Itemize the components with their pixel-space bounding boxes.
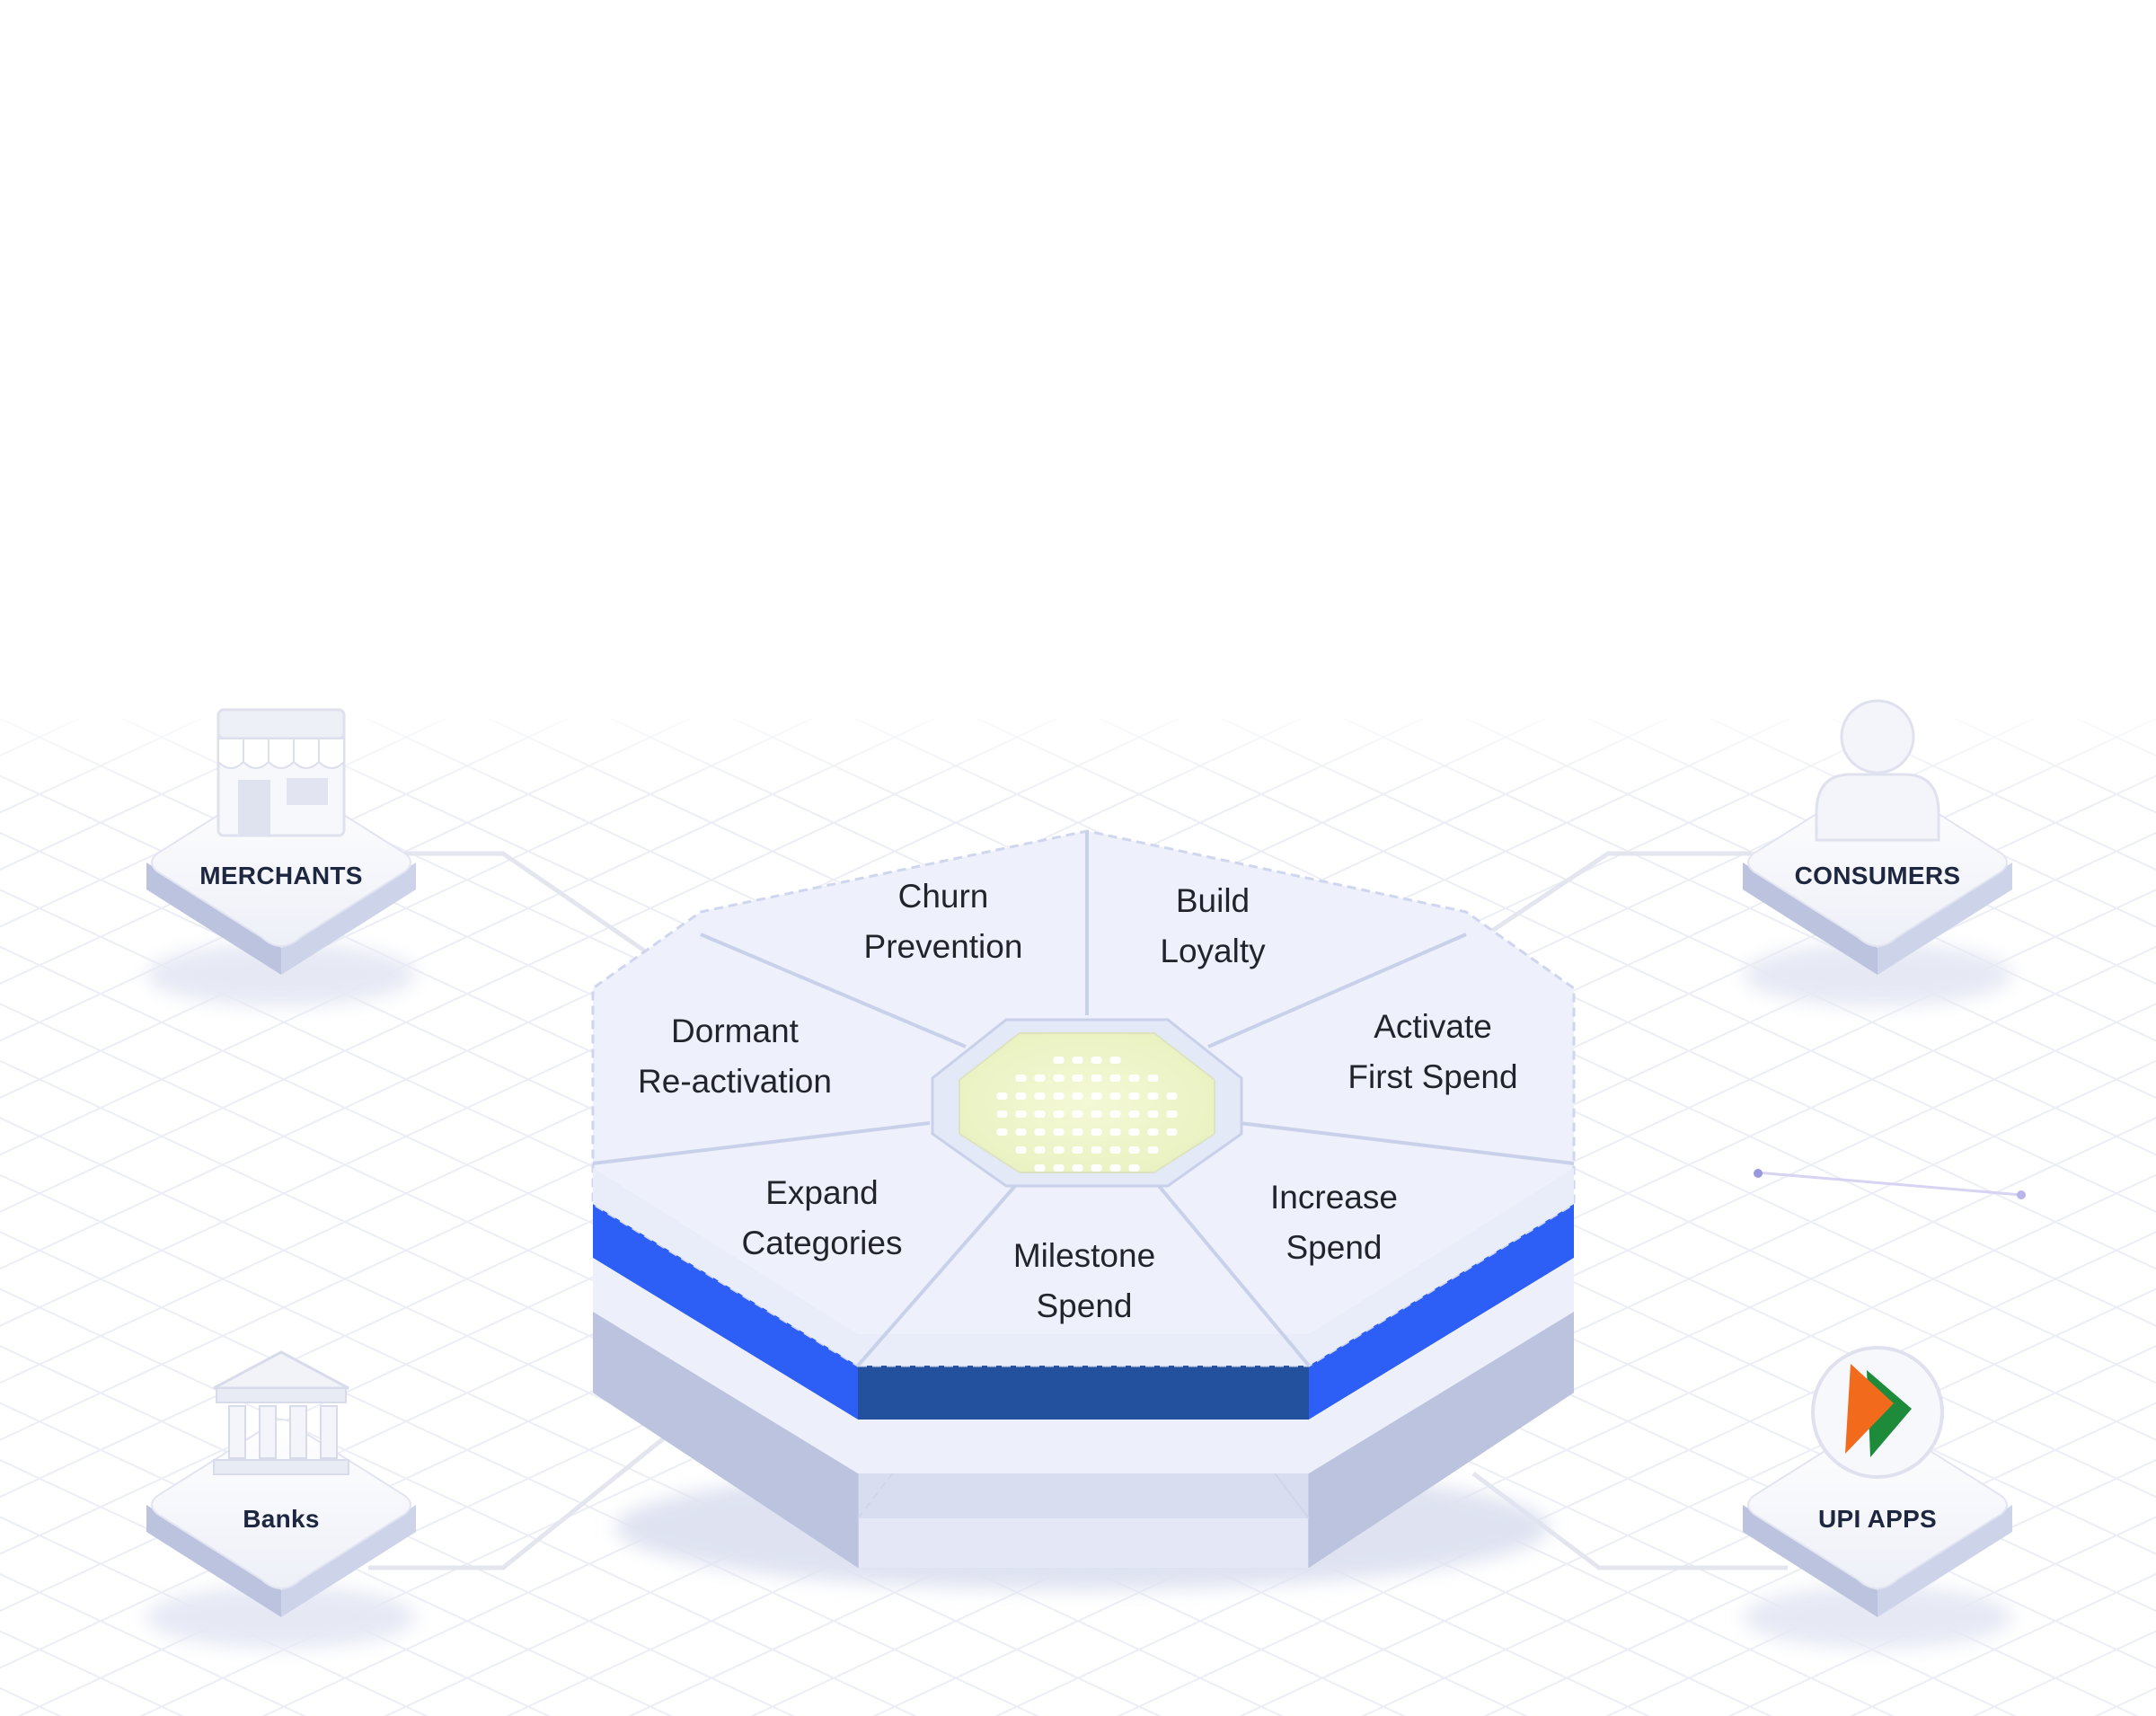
ecosystem-nodes: MERCHANTS CONSUMERS Banks UPI APPS <box>146 699 2012 1649</box>
accent-dot <box>2017 1190 2026 1199</box>
segment-label-line: First Spend <box>1348 1058 1517 1095</box>
banks-tile[interactable]: Banks <box>146 1350 416 1649</box>
segment-label-line: Churn <box>898 878 989 915</box>
merchants-connector <box>404 851 649 955</box>
upi-label: UPI APPS <box>1818 1505 1937 1533</box>
platform-blue-band <box>593 1204 1574 1473</box>
accent-dot <box>1754 1169 1763 1178</box>
bank-building-icon <box>213 1350 349 1475</box>
segment-label-line: Loyalty <box>1160 933 1266 969</box>
bhim-upi-logo-icon <box>1811 1346 1944 1479</box>
platform-base <box>592 1294 1575 1568</box>
band-right <box>1309 1204 1574 1420</box>
segment-label-line: Expand <box>765 1174 879 1211</box>
segment-label-line: Milestone <box>1013 1237 1155 1274</box>
segment-label-line: Dormant <box>671 1013 800 1049</box>
merchants-tile[interactable]: MERCHANTS <box>146 708 416 1006</box>
banks-connector <box>368 1436 667 1570</box>
segment-label-line: Activate <box>1374 1008 1492 1045</box>
segment-dividers <box>592 831 1575 1367</box>
segment-label-line: Spend <box>1286 1229 1383 1266</box>
accent-line <box>1755 1171 2022 1197</box>
segment-label-line: Categories <box>742 1225 903 1261</box>
core-dot-matrix <box>996 1057 1178 1172</box>
user-icon <box>1815 699 1940 842</box>
band-front <box>858 1366 1309 1420</box>
central-core <box>931 1018 1243 1188</box>
banks-label: Banks <box>243 1505 320 1533</box>
segment-label-line: Prevention <box>864 928 1023 965</box>
consumers-tile[interactable]: CONSUMERS <box>1743 699 2012 1006</box>
upi-tile[interactable]: UPI APPS <box>1743 1346 2012 1649</box>
merchants-label: MERCHANTS <box>199 862 363 889</box>
band-lower-skirt <box>593 1258 1574 1473</box>
consumers-connector <box>1471 851 1752 946</box>
segment-label-line: Build <box>1176 882 1250 919</box>
segment-label-line: Spend <box>1037 1287 1133 1324</box>
storefront-icon <box>216 708 346 837</box>
segment-label-line: Increase <box>1270 1179 1398 1216</box>
consumers-label: CONSUMERS <box>1795 862 1961 889</box>
segment-label-line: Re-activation <box>638 1063 832 1100</box>
band-left <box>593 1204 858 1420</box>
